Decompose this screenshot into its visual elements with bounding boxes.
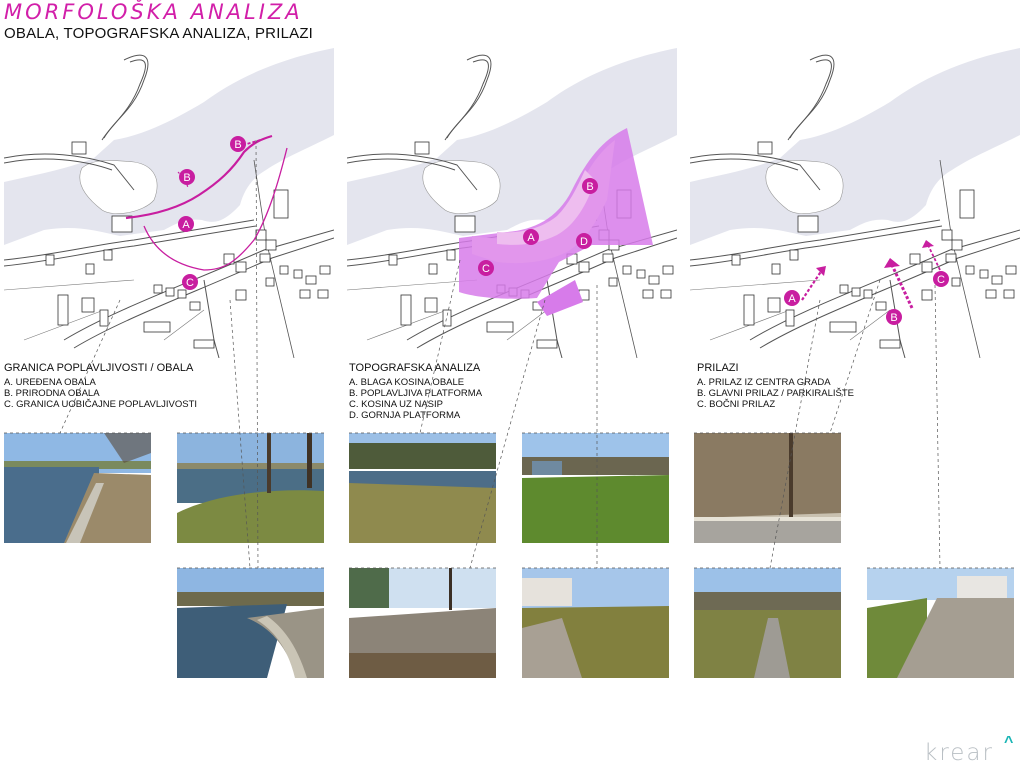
legend-item: B. PRIRODNA OBALA: [4, 388, 100, 399]
legend-item: C. KOSINA UZ NASIP: [349, 399, 443, 410]
photo-meadow-river: [349, 433, 496, 543]
svg-text:B: B: [890, 312, 897, 324]
legend-item: C. BOČNI PRILAZ: [697, 399, 776, 410]
svg-text:C: C: [186, 277, 194, 289]
legend-approaches: PRILAZI A. PRILAZ IZ CENTRA GRADA B. GLA…: [697, 362, 854, 411]
page-subtitle: OBALA, TOPOGRAFSKA ANALIZA, PRILAZI: [4, 25, 314, 42]
legend-heading: TOPOGRAFSKA ANALIZA: [349, 362, 481, 374]
legend-item: C. GRANICA UOBIČAJNE POPLAVLJIVOSTI: [4, 399, 198, 410]
marker-a: A: [523, 229, 539, 245]
map-flood-boundary: A B B C: [4, 40, 334, 358]
photo-side-road: [867, 568, 1014, 678]
page-title: MORFOLOŠKA ANALIZA: [4, 0, 303, 24]
map-approaches: A B C: [690, 40, 1020, 358]
marker-b: B: [886, 309, 902, 325]
photo-gravel-path: [522, 568, 669, 678]
legend-heading: GRANICA POPLAVLJIVOSTI / OBALA: [4, 362, 194, 374]
marker-b: B: [230, 136, 246, 152]
marker-a: A: [178, 216, 194, 232]
svg-text:A: A: [788, 293, 796, 305]
legend-item: D. GORNJA PLATFORMA: [349, 410, 461, 421]
map-topography: A B C D: [347, 40, 677, 358]
marker-c: C: [182, 274, 198, 290]
svg-text:B: B: [183, 172, 190, 184]
svg-text:C: C: [482, 263, 490, 275]
caret-icon: ^: [1004, 734, 1014, 751]
legend-item: B. POPLAVLJIVA PLATFORMA: [349, 388, 483, 399]
legend-flood: GRANICA POPLAVLJIVOSTI / OBALA A. UREĐEN…: [4, 362, 198, 411]
photo-grass-field: [522, 433, 669, 543]
marker-c: C: [933, 271, 949, 287]
photo-stone-embankment: [349, 568, 496, 678]
legend-item: A. BLAGA KOSINA OBALE: [349, 377, 465, 388]
svg-text:B: B: [234, 139, 241, 151]
marker-b: B: [582, 178, 598, 194]
marker-a: A: [784, 290, 800, 306]
svg-text:A: A: [182, 219, 190, 231]
legend-item: A. PRILAZ IZ CENTRA GRADA: [697, 377, 831, 388]
svg-text:C: C: [937, 274, 945, 286]
legend-topography: TOPOGRAFSKA ANALIZA A. BLAGA KOSINA OBAL…: [349, 362, 483, 422]
brand-logo: krear: [924, 740, 994, 766]
photo-river-promenade: [4, 433, 151, 543]
svg-text:D: D: [580, 236, 588, 248]
marker-d: D: [576, 233, 592, 249]
photo-river-bank: [177, 433, 324, 543]
svg-text:B: B: [586, 181, 593, 193]
photo-embankment: [177, 568, 324, 678]
photo-road-trees: [694, 433, 841, 543]
legend-item: B. GLAVNI PRILAZ / PARKIRALIŠTE: [697, 388, 854, 399]
legend-item: A. UREĐENA OBALA: [4, 377, 96, 388]
legend-heading: PRILAZI: [697, 362, 739, 374]
marker-b: B: [179, 169, 195, 185]
photo-footpath: [694, 568, 841, 678]
marker-c: C: [478, 260, 494, 276]
svg-text:A: A: [527, 232, 535, 244]
